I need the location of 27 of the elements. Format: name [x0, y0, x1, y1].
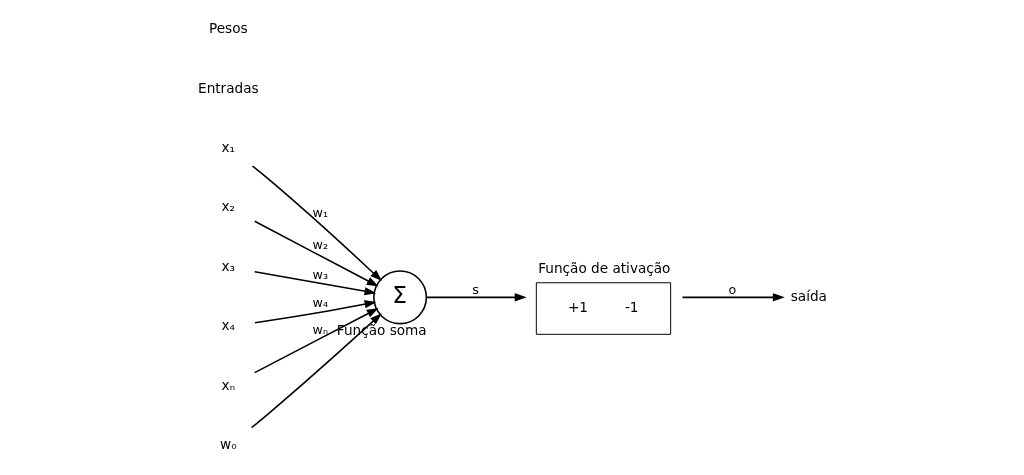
- arrow: [253, 270, 376, 296]
- node-circle: Σ: [372, 270, 427, 325]
- edge-label: wₙ: [312, 321, 328, 337]
- node-text: x₂: [221, 198, 235, 215]
- node-text: w₀: [219, 435, 237, 452]
- edge-label: o: [728, 281, 736, 297]
- edge-label: w₂: [312, 237, 328, 253]
- node-text: xₙ: [221, 376, 235, 393]
- node-label: Função de ativação: [537, 260, 670, 277]
- node-text: x₁: [221, 139, 235, 156]
- node-box: +1 -1: [535, 282, 671, 335]
- label: Pesos: [208, 20, 248, 37]
- node-text: saída: [790, 287, 827, 304]
- arrow: [251, 165, 382, 282]
- arrow: [253, 308, 379, 374]
- edge-label: w₄: [312, 295, 328, 311]
- edge-label: s: [471, 281, 479, 297]
- label: Entradas: [197, 79, 259, 96]
- arrow: [425, 293, 527, 302]
- arrow: [253, 300, 376, 324]
- node-text: x₃: [221, 257, 235, 274]
- edge-label: w₁: [312, 204, 328, 220]
- arrow: [250, 313, 382, 429]
- arrow: [253, 220, 379, 287]
- arrow: [681, 293, 785, 302]
- node-text: x₄: [221, 317, 235, 334]
- edge-label: w₃: [312, 267, 328, 283]
